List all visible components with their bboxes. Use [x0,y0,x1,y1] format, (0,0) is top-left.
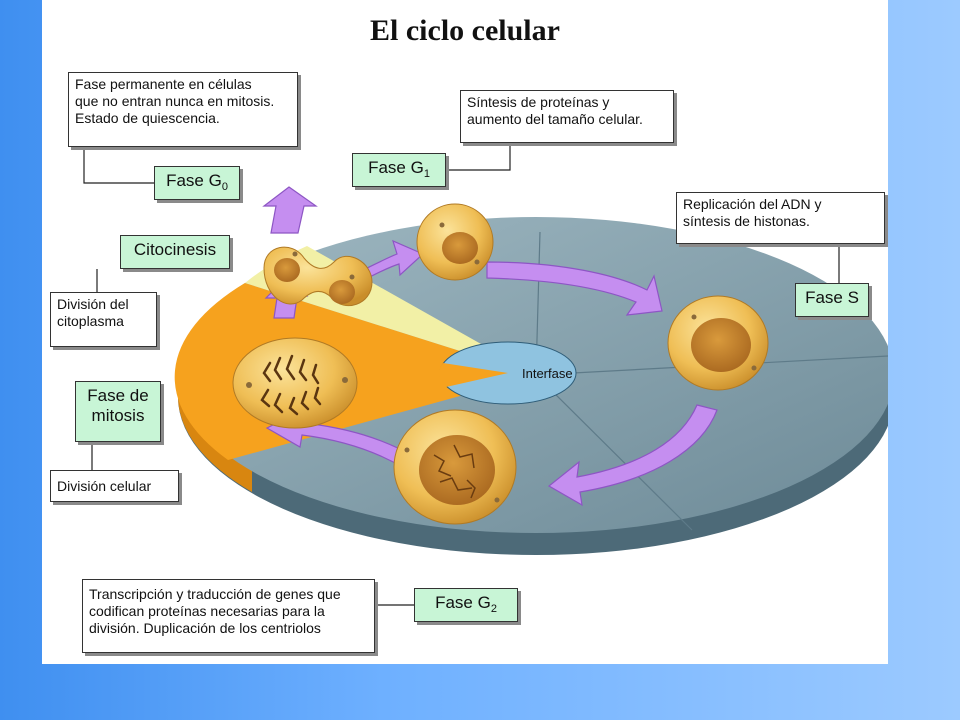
g2-description-box: Transcripción y traducción de genes que … [82,579,375,653]
citocinesis-label-box: Citocinesis [120,235,230,269]
g1-label-box: Fase G1 [352,153,446,187]
citocinesis-description-box: División del citoplasma [50,292,157,347]
g1-label-subscript: 1 [423,168,430,180]
s-description-box: Replicación del ADN y síntesis de histon… [676,192,885,244]
s-label: Fase S [805,288,859,307]
cell-mitosis [232,337,358,429]
mitosis-label-box: Fase de mitosis [75,381,161,442]
arrow-to-g0 [262,186,318,234]
g0-label-subscript: 0 [221,181,228,193]
s-label-box: Fase S [795,283,869,317]
citocinesis-description-line: citoplasma [57,313,124,329]
g1-description-box: Síntesis de proteínas y aumento del tama… [460,90,674,143]
g2-label-box: Fase G2 [414,588,518,622]
g0-description-box: Fase permanente en células que no entran… [68,72,298,147]
cell-citocinesis [263,246,373,307]
g2-description-line: división. Duplicación de los centriolos [89,620,321,636]
citocinesis-label: Citocinesis [133,240,217,259]
g2-label: Fase G [435,593,491,612]
cell-g2 [393,409,517,525]
diagram-title: El ciclo celular [370,14,560,47]
arrow-s-to-g2 [547,404,718,507]
cell-g1 [416,203,494,281]
mitosis-description: División celular [57,478,152,494]
g1-description-line: aumento del tamaño celular. [467,111,643,127]
cycle-arrows [262,186,718,507]
g0-label: Fase G [166,171,222,190]
s-description-line: síntesis de histonas. [683,213,810,229]
g0-description-line: que no entran nunca en mitosis. [75,93,275,109]
interfase-label: Interfase [522,366,573,381]
arrow-g2-to-mitosis [265,406,419,469]
slide: Interfase [42,0,888,664]
cell-s [667,295,769,391]
g0-description-line: Fase permanente en células [75,76,252,92]
connector-lines [83,143,840,606]
mitosis-description-box: División celular [50,470,179,502]
g1-description-line: Síntesis de proteínas y [467,94,610,110]
cell-cycle-diagram: Interfase [83,143,888,606]
interfase-pie: Interfase [439,341,577,405]
g0-description-line: Estado de quiescencia. [75,110,220,126]
mitosis-label-line: mitosis [91,406,145,425]
arrow-g1-to-s [486,261,663,316]
g2-description-line: codifican proteínas necesarias para la [89,603,325,619]
mitosis-label-line: Fase de [87,386,149,405]
g2-description-line: Transcripción y traducción de genes que [89,586,341,602]
g1-label: Fase G [368,158,424,177]
s-description-line: Replicación del ADN y [683,196,822,212]
g0-label-box: Fase G0 [154,166,240,200]
g2-label-subscript: 2 [490,603,497,615]
citocinesis-description-line: División del [57,296,129,312]
